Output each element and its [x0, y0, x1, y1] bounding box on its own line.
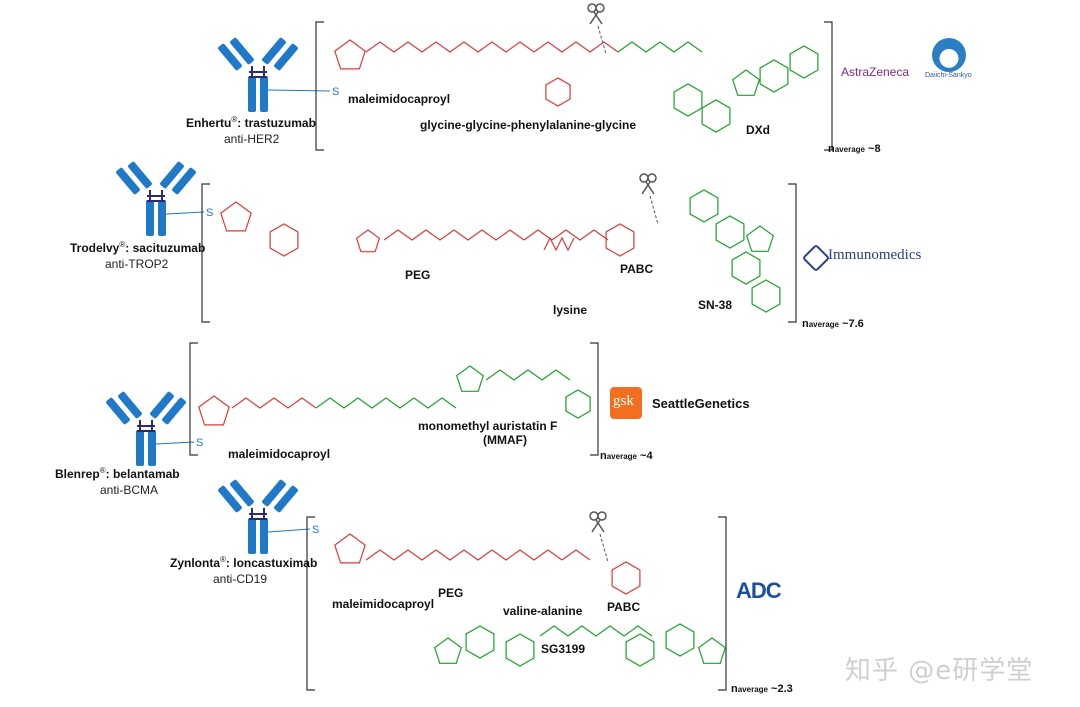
svg-text:S: S: [206, 207, 213, 219]
adc3-maleimide-ring: [198, 395, 230, 426]
adc4-payload: SG3199: [541, 642, 586, 656]
adc2-maleimide-ring: [220, 201, 252, 232]
adc1-maleimide-ring: [334, 39, 366, 70]
adc3-dar: naverage ~4: [600, 450, 653, 462]
adc1-linker-ggfg: glycine-glycine-phenylalanine-glycine: [420, 118, 637, 132]
daiichi-sankyo-logo-text: Daiichi-Sankyo: [925, 72, 972, 79]
adc-therapeutics-logo: ADC: [736, 578, 782, 603]
adc1-payload-ring-4: [759, 59, 789, 93]
adc1-payload: DXd: [746, 123, 770, 137]
adc3-target: anti-BCMA: [100, 483, 159, 497]
adc2-linker-chain: [523, 229, 609, 241]
svg-text:S: S: [196, 437, 203, 449]
adc4-linker-end: [561, 549, 591, 561]
seattle-genetics-logo: SeattleGenetics: [652, 396, 750, 411]
adc4-dar: naverage ~2.3: [731, 683, 793, 695]
adc1-payload-ring-1: [673, 83, 703, 117]
adc2-triazole-ring: [355, 229, 381, 253]
antibody-1-icon: S: [116, 161, 213, 236]
adc1-reg: ®: [231, 115, 238, 124]
adc2-lysine-chain: [543, 236, 575, 252]
immunomedics-logo-text: Immunomedics: [828, 247, 922, 263]
adc2-drug-name: Trodelvy®: sacituzumab: [70, 240, 206, 255]
antibody-2-icon: S: [106, 391, 203, 466]
adc1-target: anti-HER2: [224, 132, 280, 146]
adc2-bracket: [201, 183, 797, 323]
adc4-linker-va: valine-alanine: [503, 604, 583, 618]
adc3-payload-chain: [315, 397, 457, 409]
adc2-linker-pabc: PABC: [620, 262, 654, 276]
adc1-brand: Enhertu: [186, 116, 232, 130]
adc2-linker-peg: PEG: [405, 268, 431, 282]
adc1-payload-ring-5: [789, 45, 819, 79]
adc4-bracket: [306, 516, 727, 691]
adc2-payload-ring-3: [745, 225, 775, 252]
adc2-target: anti-TROP2: [105, 257, 169, 271]
adc1-linker-chain-a: [365, 41, 535, 53]
adc2-pabc-ring: [605, 223, 635, 257]
adc1-phe-ring: [545, 77, 571, 107]
adc3-payload-chain-b: [485, 369, 571, 381]
adc4-cleavage-icon: [589, 511, 609, 563]
adc4-drug-name: Zynlonta®: loncastuximab: [170, 555, 318, 570]
adc1-payload-ring-3: [731, 69, 761, 96]
adc1-dar: naverage ~8: [828, 143, 881, 155]
adc3-drug-name: Blenrep®: belantamab: [55, 466, 180, 481]
adc4-pabc-ring: [611, 561, 641, 595]
adc2-cleavage-icon: [639, 173, 659, 225]
adc1-payload-chain: [617, 41, 703, 53]
adc2-payload-ring-5: [751, 279, 781, 313]
adc4-target: anti-CD19: [213, 572, 268, 586]
svg-text:S: S: [312, 524, 319, 536]
adc1-payload-ring-2: [701, 99, 731, 133]
adc2-linker-lysine: lysine: [553, 303, 588, 317]
adc3-bracket: [189, 342, 599, 456]
adc1-drug-name: Enhertu®: trastuzumab: [186, 115, 316, 130]
adc3-payload-l2: (MMAF): [483, 433, 527, 447]
adc3-payload-l1: monomethyl auristatin F: [418, 419, 558, 433]
adc2-payload-ring-4: [731, 251, 761, 285]
adc1-bracket: [315, 21, 833, 151]
adc3-linker-chain: [231, 397, 317, 409]
adc4-payload-chain: [539, 625, 653, 637]
gsk-logo-icon: [610, 387, 642, 419]
adc3-phe-ring: [565, 389, 591, 419]
svg-text:S: S: [332, 86, 339, 98]
adc4-payload-ring-4: [625, 633, 655, 667]
astrazeneca-logo: AstraZeneca: [841, 65, 910, 79]
adc1-cleavage-icon: [587, 3, 607, 55]
daiichi-sankyo-logo-icon: [932, 38, 966, 72]
adc4-payload-ring-3: [505, 633, 535, 667]
adc3-linker-mc: maleimidocaproyl: [228, 447, 331, 461]
adc4-linker-mc: maleimidocaproyl: [332, 597, 435, 611]
adc4-maleimide-ring: [334, 533, 366, 564]
adc4-payload-ring-2: [465, 625, 495, 659]
gsk-logo-text: gsk: [613, 393, 634, 409]
adc2-payload-ring-1: [689, 189, 719, 223]
adc3-payload-pyrrolidine: [455, 365, 485, 392]
adc4-linker-pabc: PABC: [607, 600, 641, 614]
antibody-3-icon: S: [218, 479, 319, 554]
adc2-cyclohexane-ring: [269, 223, 299, 257]
adc1-linker-mc: maleimidocaproyl: [348, 92, 451, 106]
adc2-peg-chain: [383, 229, 525, 241]
antibody-0-icon: S: [218, 37, 339, 112]
adc1-linker-chain-b: [533, 41, 619, 53]
adc2-payload-ring-2: [715, 215, 745, 249]
adc4-payload-ring-1: [433, 637, 463, 664]
adc4-linker-peg: PEG: [438, 586, 464, 600]
adc4-peg-chain: [365, 549, 563, 561]
adc1-antibody: trastuzumab: [244, 116, 316, 130]
adc2-dar: naverage ~7.6: [802, 318, 864, 330]
adc2-payload: SN-38: [698, 298, 733, 312]
watermark: 知乎 @e研学堂: [845, 656, 1034, 686]
adc4-payload-ring-6: [697, 637, 727, 664]
adc4-payload-ring-5: [665, 623, 695, 657]
